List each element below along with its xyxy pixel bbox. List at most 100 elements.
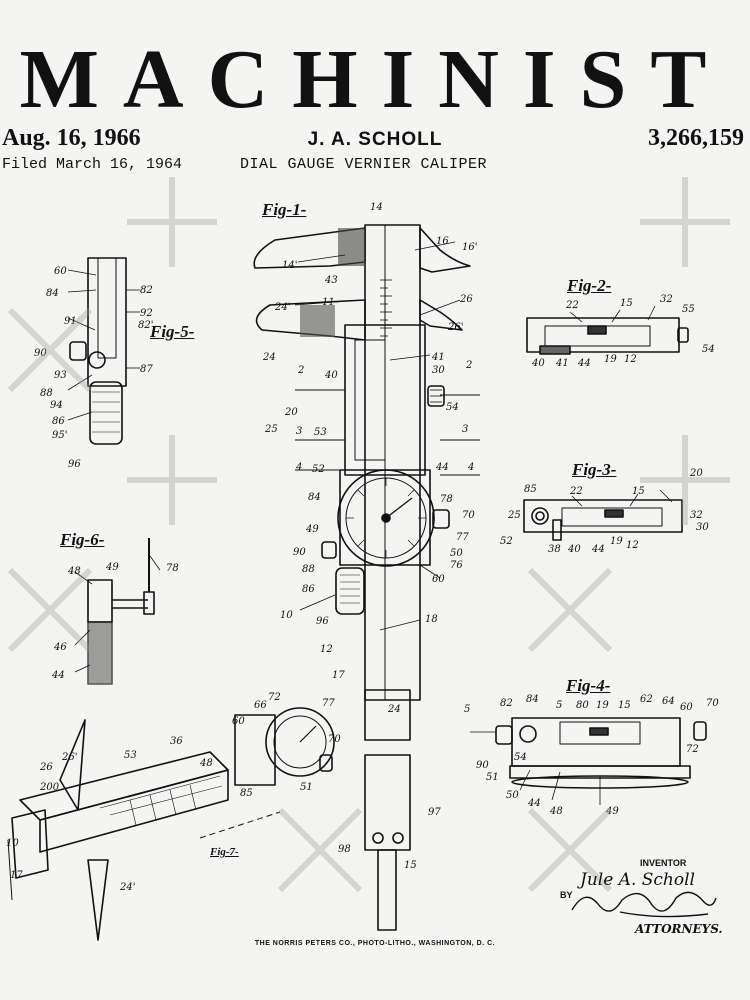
svg-text:38: 38 — [548, 544, 561, 555]
svg-text:84: 84 — [526, 694, 539, 705]
fig1-caliper-drawing — [253, 224, 480, 931]
svg-text:72: 72 — [686, 744, 699, 755]
svg-text:70: 70 — [328, 734, 341, 745]
svg-text:44: 44 — [51, 670, 65, 681]
svg-text:4: 4 — [467, 462, 474, 473]
svg-text:30: 30 — [432, 365, 445, 376]
svg-text:24: 24 — [387, 704, 401, 715]
fig3-drawing — [523, 489, 683, 541]
svg-text:50: 50 — [506, 790, 519, 801]
svg-text:41: 41 — [431, 352, 445, 363]
svg-text:44: 44 — [591, 544, 605, 555]
svg-text:2: 2 — [465, 360, 472, 371]
svg-text:10: 10 — [6, 838, 19, 849]
svg-text:90: 90 — [293, 547, 306, 558]
svg-text:72: 72 — [268, 692, 281, 703]
svg-text:40: 40 — [324, 370, 338, 381]
svg-text:44: 44 — [577, 358, 591, 369]
svg-text:48: 48 — [199, 758, 213, 769]
svg-text:77: 77 — [456, 532, 469, 543]
svg-text:46: 46 — [53, 642, 67, 653]
svg-text:60: 60 — [680, 702, 693, 713]
svg-text:90: 90 — [476, 760, 489, 771]
fig4-label: Fig-4- — [566, 676, 611, 695]
fig2-drawing — [526, 305, 689, 355]
inventor-signature: Jule A. Scholl — [580, 870, 695, 890]
svg-text:22: 22 — [569, 486, 583, 497]
svg-text:19: 19 — [596, 700, 609, 711]
fig2-label: Fig-2- — [567, 276, 612, 295]
svg-text:84: 84 — [308, 492, 321, 503]
svg-text:54: 54 — [446, 402, 459, 413]
svg-text:15: 15 — [404, 860, 417, 871]
patent-subject: DIAL GAUGE VERNIER CALIPER — [240, 156, 488, 173]
svg-text:52: 52 — [312, 464, 325, 475]
svg-text:26: 26 — [459, 294, 473, 305]
svg-text:60: 60 — [54, 266, 67, 277]
svg-text:32: 32 — [660, 294, 673, 305]
svg-text:51: 51 — [300, 782, 313, 793]
svg-text:80: 80 — [576, 700, 589, 711]
svg-text:40: 40 — [567, 544, 581, 555]
svg-text:92: 92 — [140, 308, 153, 319]
svg-text:82: 82 — [500, 698, 513, 709]
fig1-label: Fig-1- — [262, 200, 307, 219]
svg-text:3: 3 — [462, 424, 468, 435]
svg-text:19: 19 — [610, 536, 623, 547]
svg-text:88: 88 — [40, 388, 53, 399]
svg-text:12: 12 — [624, 354, 637, 365]
svg-text:24': 24' — [274, 302, 290, 313]
svg-text:55: 55 — [682, 304, 695, 315]
svg-text:49: 49 — [305, 524, 319, 535]
svg-text:82': 82' — [138, 320, 153, 331]
attorney-signature-strokes — [571, 891, 717, 918]
svg-text:26': 26' — [61, 752, 77, 763]
svg-text:16': 16' — [462, 242, 477, 253]
svg-text:78: 78 — [166, 563, 179, 574]
svg-text:84: 84 — [46, 288, 59, 299]
svg-text:16: 16 — [436, 236, 449, 247]
by-label: BY — [560, 890, 573, 900]
svg-text:14: 14 — [370, 202, 383, 213]
svg-text:48: 48 — [549, 806, 563, 817]
svg-text:77: 77 — [322, 698, 335, 709]
fig5-drawing — [67, 257, 140, 445]
svg-text:66: 66 — [254, 700, 267, 711]
svg-text:36: 36 — [170, 736, 183, 747]
inventor-label: INVENTOR — [640, 858, 687, 868]
svg-text:5: 5 — [556, 700, 562, 711]
svg-text:87: 87 — [140, 364, 153, 375]
svg-text:52: 52 — [500, 536, 513, 547]
fig6-drawing — [74, 538, 161, 685]
svg-text:200: 200 — [39, 782, 60, 793]
svg-text:85: 85 — [524, 484, 537, 495]
svg-text:15: 15 — [620, 298, 633, 309]
svg-text:90: 90 — [34, 348, 47, 359]
svg-text:12: 12 — [320, 644, 333, 655]
fig4-drawing — [470, 717, 707, 805]
inventor-header: J. A. SCHOLL — [307, 129, 443, 150]
svg-text:22: 22 — [565, 300, 579, 311]
svg-text:86: 86 — [302, 584, 315, 595]
fig7-label: Fig-7- — [210, 846, 239, 858]
svg-text:96: 96 — [316, 616, 329, 627]
svg-text:43: 43 — [324, 275, 338, 286]
svg-text:44: 44 — [435, 462, 449, 473]
svg-text:26: 26 — [39, 762, 53, 773]
svg-text:86: 86 — [52, 416, 65, 427]
svg-text:20: 20 — [284, 407, 298, 418]
svg-text:10: 10 — [280, 610, 293, 621]
svg-text:49: 49 — [605, 806, 619, 817]
svg-text:3: 3 — [296, 426, 302, 437]
svg-text:91: 91 — [64, 316, 77, 327]
svg-text:19: 19 — [604, 354, 617, 365]
patent-date: Aug. 16, 1966 — [2, 125, 141, 151]
svg-text:70: 70 — [462, 510, 475, 521]
svg-text:64: 64 — [662, 696, 675, 707]
svg-text:15: 15 — [632, 486, 645, 497]
svg-text:5: 5 — [464, 704, 470, 715]
svg-text:18: 18 — [425, 614, 438, 625]
svg-text:82: 82 — [140, 285, 153, 296]
svg-text:17: 17 — [10, 870, 23, 881]
